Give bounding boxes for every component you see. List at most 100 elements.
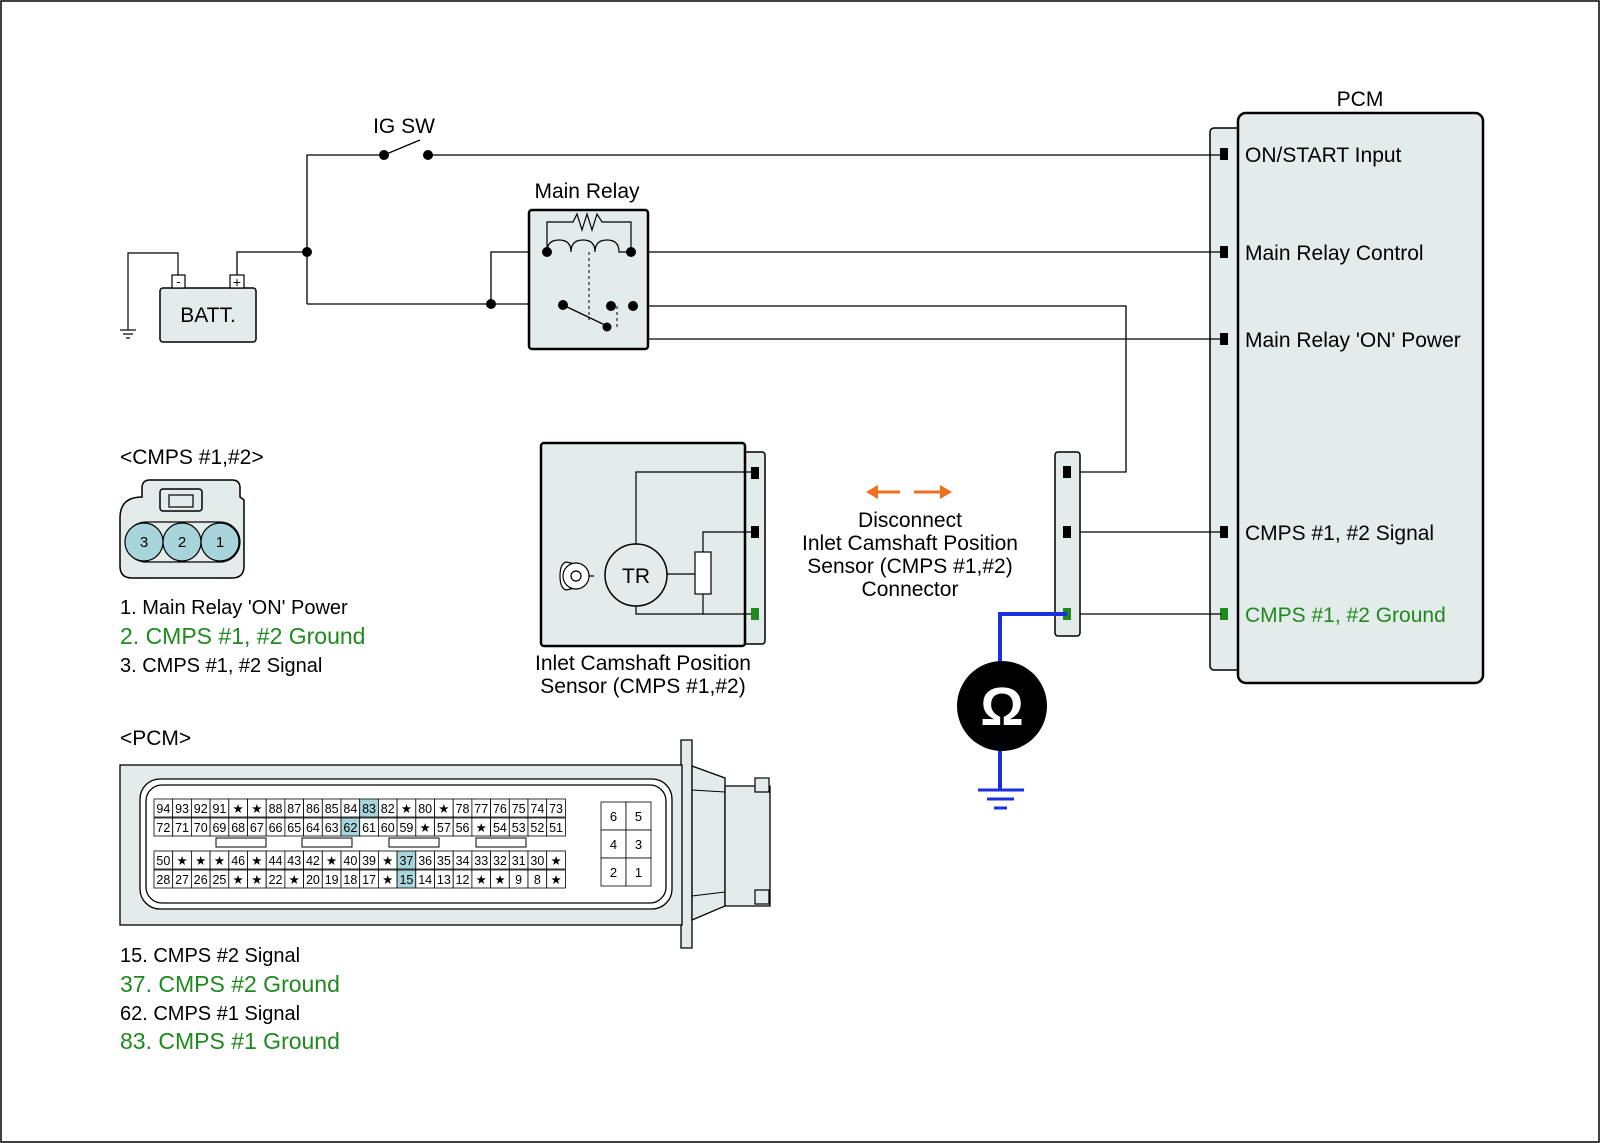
pcm-pin-terminal xyxy=(1220,246,1228,258)
pcm-pin-label: 66 xyxy=(269,821,283,835)
pcm-pin-label: 42 xyxy=(306,854,320,868)
pcm-body xyxy=(1236,111,1485,685)
pcm-pin-label: 62 xyxy=(343,821,357,835)
ig-switch-contact xyxy=(423,150,433,160)
relay-terminal xyxy=(542,247,552,257)
cmps-pin-number: 1 xyxy=(216,534,224,551)
battery-label: BATT. xyxy=(180,304,236,327)
pcm-pin-label: ★ xyxy=(251,873,262,887)
pcm-pin-label: 18 xyxy=(343,873,357,887)
pcm-pin-label: 84 xyxy=(343,802,357,816)
disconnect-note-line4: Connector xyxy=(862,578,959,601)
sensor-transistor xyxy=(604,543,668,607)
pcm-legend-15: 15. CMPS #2 Signal xyxy=(120,945,300,967)
arrow-left-head-icon xyxy=(866,485,878,499)
pcm-pin-label: 34 xyxy=(456,854,470,868)
sensor-resistor xyxy=(694,551,712,595)
pcm-pin-terminal xyxy=(1220,526,1228,538)
pcm-pin-label: 83 xyxy=(362,802,376,816)
pcm-pin-label: ★ xyxy=(289,873,300,887)
pcm-connector-title: <PCM> xyxy=(120,727,191,750)
pcm-pin-label: ★ xyxy=(233,802,244,816)
pcm-connector-key xyxy=(475,837,527,848)
pcm-pin-label: 61 xyxy=(362,821,376,835)
pcm-pin-label: 57 xyxy=(437,821,451,835)
pcm-small-pin-label: 2 xyxy=(610,865,617,880)
cmps-pin-number: 2 xyxy=(178,534,186,551)
ig-switch-label: IG SW xyxy=(373,115,435,138)
pcm-pin-label: ★ xyxy=(550,873,561,887)
harness-connector xyxy=(1054,451,1081,637)
ohm-symbol: Ω xyxy=(980,677,1023,737)
pcm-pin-label: 86 xyxy=(306,802,320,816)
pcm-pin-label: 32 xyxy=(493,854,507,868)
pcm-pin-label: 40 xyxy=(343,854,357,868)
pcm-pin-label: ★ xyxy=(214,854,225,868)
harness-connector-body xyxy=(1054,451,1081,637)
pcm-pin-label: 13 xyxy=(437,873,451,887)
cmps-legend-pin3: 3. CMPS #1, #2 Signal xyxy=(120,655,322,677)
main-relay-label: Main Relay xyxy=(534,180,640,203)
pcm-pin-label: 69 xyxy=(212,821,226,835)
cmps-legend-pin2: 2. CMPS #1, #2 Ground xyxy=(120,623,365,649)
pcm-connector-shroud xyxy=(724,785,771,907)
pcm-pin-label: 77 xyxy=(474,802,488,816)
pcm-pin-terminal xyxy=(1220,148,1228,160)
pcm-pin-cmps-ground: CMPS #1, #2 Ground xyxy=(1245,604,1446,627)
pcm-pin-label: ★ xyxy=(176,854,187,868)
pcm-pin-label: ★ xyxy=(233,873,244,887)
disconnect-note-line1: Disconnect xyxy=(858,509,962,532)
ig-switch-blade xyxy=(383,139,421,156)
battery-positive-wire xyxy=(236,251,307,275)
pcm-legend-62: 62. CMPS #1 Signal xyxy=(120,1003,300,1025)
pcm-pin-label: 26 xyxy=(194,873,208,887)
pcm-pin-label: 72 xyxy=(156,821,170,835)
relay-resistor xyxy=(546,211,632,252)
ohmmeter: Ω xyxy=(957,612,1067,810)
sensor-internal-wire xyxy=(702,531,751,552)
pcm-small-pin-label: 4 xyxy=(610,837,617,852)
pcm-pin-label: 88 xyxy=(269,802,283,816)
pcm-legend-83: 83. CMPS #1 Ground xyxy=(120,1028,340,1054)
pcm-pin-label: 63 xyxy=(325,821,339,835)
pcm-pin-label: ★ xyxy=(550,854,561,868)
sensor-internal-wire xyxy=(635,606,703,615)
pcm-pin-label: ★ xyxy=(382,873,393,887)
relay-terminal xyxy=(606,301,616,311)
ig-switch-contact xyxy=(379,150,389,160)
relay-terminal xyxy=(602,322,612,332)
sensor-pin-terminal xyxy=(751,526,759,538)
pcm-module: PCM ON/START Input Main Relay Control Ma… xyxy=(1209,88,1485,685)
sensor-caption-line2: Sensor (CMPS #1,#2) xyxy=(540,675,745,698)
pcm-pin-label: 76 xyxy=(493,802,507,816)
pcm-pin-label: 68 xyxy=(231,821,245,835)
pcm-pin-label: 78 xyxy=(456,802,470,816)
sensor-pin-terminal-ground xyxy=(751,608,759,620)
sensor-internal-wire xyxy=(635,471,751,544)
pcm-pin-cell xyxy=(546,798,566,818)
pcm-pin-label: 43 xyxy=(287,854,301,868)
pcm-pin-label: 59 xyxy=(399,821,413,835)
pcm-connector-shroud xyxy=(680,739,693,949)
pcm-title: PCM xyxy=(1337,88,1384,111)
sensor-caption-line1: Inlet Camshaft Position xyxy=(535,652,751,675)
pcm-pin-terminal-ground xyxy=(1220,608,1228,620)
pcm-small-pin-cell xyxy=(600,829,627,859)
pcm-small-pin-cell xyxy=(625,857,652,887)
pcm-pin-label: ★ xyxy=(382,854,393,868)
pcm-small-pin-cell xyxy=(600,857,627,887)
pcm-pin-label: 56 xyxy=(456,821,470,835)
battery-ground-wire xyxy=(127,252,179,330)
pcm-pin-main-relay-control: Main Relay Control xyxy=(1245,242,1424,265)
main-relay-body xyxy=(527,208,650,351)
ig-switch: IG SW xyxy=(373,115,435,160)
cmps-connector-latch-inner xyxy=(168,494,194,508)
pcm-pin-label: 12 xyxy=(456,873,470,887)
pcm-pin-label: ★ xyxy=(251,802,262,816)
pcm-pin-label: 92 xyxy=(194,802,208,816)
pcm-pin-label: 94 xyxy=(156,802,170,816)
pcm-pin-label: 19 xyxy=(325,873,339,887)
pcm-pin-label: 52 xyxy=(530,821,544,835)
